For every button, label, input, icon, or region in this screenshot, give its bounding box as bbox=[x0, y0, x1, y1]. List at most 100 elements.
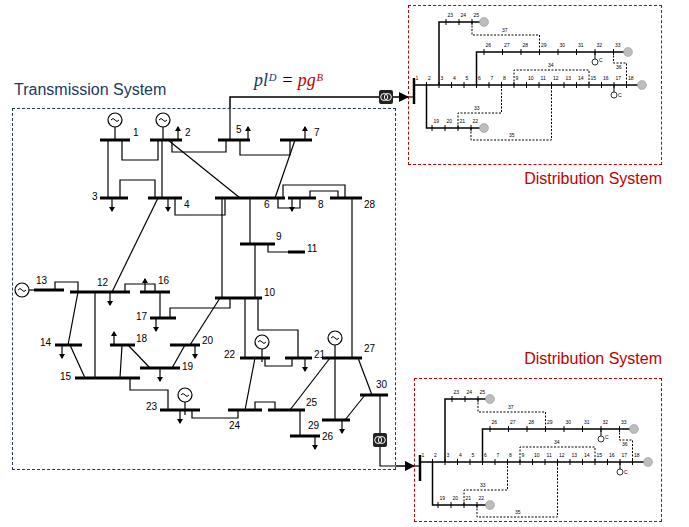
bus-number: 4 bbox=[184, 200, 190, 210]
bus-number: 22 bbox=[473, 119, 479, 124]
bus-tick bbox=[508, 426, 509, 432]
bus-number: 1 bbox=[422, 453, 425, 458]
tie-switch-line bbox=[514, 70, 589, 85]
bus-tick bbox=[601, 82, 602, 88]
bus-bar bbox=[228, 409, 262, 412]
transmission-line bbox=[245, 358, 255, 410]
region-title: Distribution System bbox=[524, 349, 662, 368]
bus-number: 18 bbox=[628, 76, 634, 81]
bus-number: 11 bbox=[547, 453, 552, 458]
bus-number: 22 bbox=[479, 496, 485, 501]
generator-symbol bbox=[15, 283, 29, 297]
coupling-equation: plᴰ = pgᴮ bbox=[252, 70, 325, 92]
bus-number: 12 bbox=[97, 278, 108, 288]
bus-number: 7 bbox=[497, 453, 500, 458]
bus-bar bbox=[34, 289, 64, 292]
bus-tick bbox=[527, 426, 528, 432]
generator-symbol bbox=[18, 289, 26, 292]
load-arrow bbox=[111, 331, 117, 336]
transmission-line bbox=[380, 395, 396, 466]
bus-number: 19 bbox=[440, 496, 446, 501]
bus-number: 21 bbox=[460, 119, 466, 124]
bus-number: 30 bbox=[560, 43, 566, 48]
equation-sign: = bbox=[277, 70, 298, 90]
feeder-line bbox=[445, 399, 486, 462]
feeder-line bbox=[477, 52, 625, 85]
load-arrow bbox=[109, 207, 115, 212]
bus-number: 14 bbox=[584, 453, 590, 458]
bus-tick bbox=[489, 82, 490, 88]
generator-stem bbox=[162, 127, 163, 140]
bus-tick bbox=[490, 426, 491, 432]
transmission-line bbox=[358, 358, 372, 395]
load-arrow bbox=[192, 354, 198, 359]
transmission-line bbox=[254, 244, 255, 298]
bus-tick bbox=[539, 82, 540, 88]
bus-tick bbox=[576, 49, 577, 55]
generator-symbol bbox=[156, 113, 170, 127]
bus-number: 33 bbox=[621, 420, 627, 425]
capacitor-stem bbox=[601, 429, 602, 436]
bus-tick bbox=[502, 49, 503, 55]
transformer-symbol bbox=[384, 94, 391, 101]
transmission-line bbox=[229, 108, 230, 140]
bus-number: 30 bbox=[376, 380, 387, 390]
bus-number: 17 bbox=[136, 312, 147, 322]
bus-number: 4 bbox=[453, 76, 456, 81]
generator-symbol bbox=[255, 335, 269, 349]
bus-number: 14 bbox=[578, 76, 584, 81]
bus-bar bbox=[268, 409, 305, 412]
bus-number: 28 bbox=[364, 200, 375, 210]
load-arrow bbox=[289, 207, 295, 212]
bus-number: 17 bbox=[616, 76, 622, 81]
bus-tick bbox=[446, 19, 447, 25]
bus-tick bbox=[432, 459, 433, 465]
bus-tick bbox=[465, 396, 466, 402]
transmission-line bbox=[299, 410, 300, 436]
feeder-line bbox=[439, 22, 480, 85]
bus-tick bbox=[570, 459, 571, 465]
transmission-line bbox=[70, 345, 85, 378]
tie-line-number: 37 bbox=[508, 405, 514, 410]
bus-number: 25 bbox=[474, 13, 480, 18]
bus-number: 15 bbox=[60, 372, 71, 382]
transformer-symbol bbox=[373, 433, 387, 447]
bus-number: 14 bbox=[40, 338, 51, 348]
transmission-line bbox=[161, 140, 162, 198]
bus-tick bbox=[532, 459, 533, 465]
bus-number: 5 bbox=[466, 76, 469, 81]
distributed-generator bbox=[624, 48, 633, 57]
generator-stem bbox=[29, 289, 34, 290]
system-region: Distribution System bbox=[414, 345, 662, 522]
bus-bar bbox=[280, 139, 312, 142]
tie-switch-line bbox=[458, 85, 502, 128]
transmission-line bbox=[345, 395, 365, 420]
dashed-boundary bbox=[12, 108, 396, 470]
bus-number: 33 bbox=[615, 43, 621, 48]
bus-number: 1 bbox=[416, 76, 419, 81]
feeder-head-bus bbox=[419, 455, 422, 481]
bus-number: 10 bbox=[528, 76, 534, 81]
bus-number: 30 bbox=[566, 420, 572, 425]
load-arrow bbox=[302, 367, 308, 372]
bus-bar bbox=[322, 419, 350, 422]
bus-number: 24 bbox=[229, 421, 240, 431]
bus-tick bbox=[470, 459, 471, 465]
tie-switch-line bbox=[620, 429, 633, 462]
bus-number: 5 bbox=[236, 125, 242, 135]
transformer-symbol bbox=[379, 90, 393, 104]
bus-number: 6 bbox=[478, 76, 481, 81]
system-region: Distribution System bbox=[408, 5, 662, 195]
tie-line-number: 34 bbox=[554, 440, 560, 445]
transmission-line bbox=[290, 358, 330, 410]
bus-number: 12 bbox=[553, 76, 559, 81]
bus-number: 2 bbox=[434, 453, 437, 458]
bus-number: 16 bbox=[158, 276, 169, 286]
bus-bar bbox=[148, 197, 182, 200]
bus-number: 22 bbox=[224, 350, 235, 360]
bus-bar bbox=[240, 243, 275, 246]
transmission-line bbox=[159, 292, 160, 318]
bus-bar bbox=[330, 197, 362, 200]
